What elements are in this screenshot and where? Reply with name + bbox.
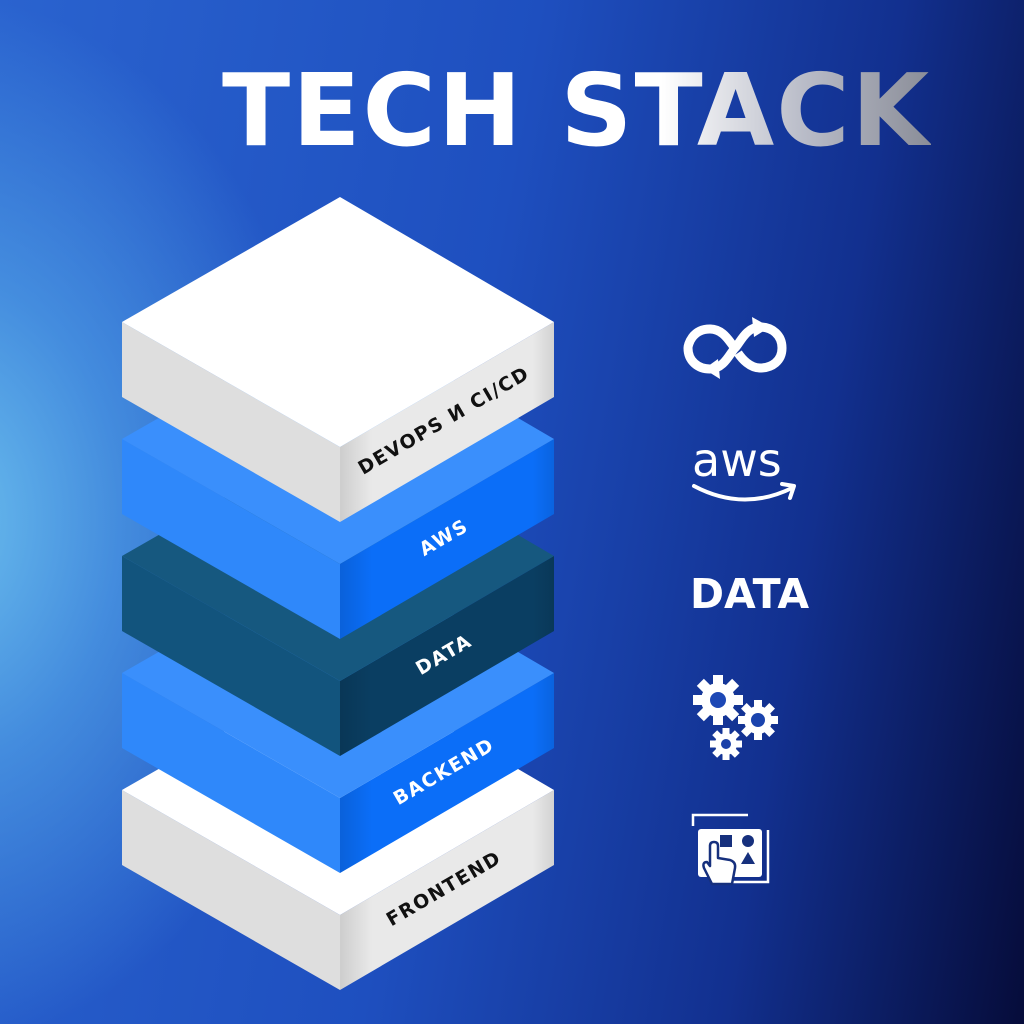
aws-logo-text: aws [692, 433, 782, 487]
layer-left-face [122, 790, 340, 990]
aws-logo-icon: aws [692, 433, 796, 502]
layer-top-face [122, 197, 554, 447]
layer-right-shade [340, 439, 554, 639]
layer-right-shade [340, 673, 554, 873]
layer-left-face [122, 439, 340, 639]
layer-left-face [122, 322, 340, 522]
layer-right-shade [340, 322, 554, 522]
ui-touch-interface-icon [691, 813, 770, 886]
data-label: DATA [690, 570, 810, 618]
layer-left-face [122, 673, 340, 873]
devops-infinity-icon [683, 317, 787, 379]
gears-icon [693, 675, 778, 760]
layer-right-shade [340, 790, 554, 990]
layer-right-shade [340, 556, 554, 756]
layer-left-face [122, 556, 340, 756]
page-title: TECH STACK [222, 52, 932, 169]
